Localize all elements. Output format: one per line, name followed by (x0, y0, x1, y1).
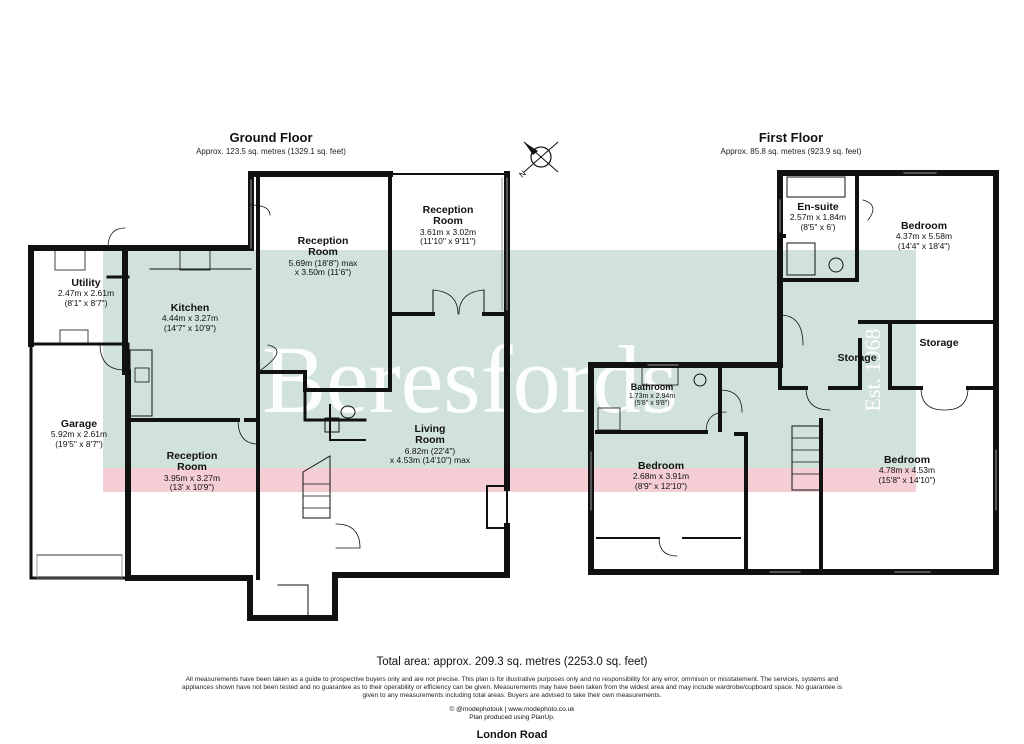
room-label-bedroom-c: Bedroom 4.78m x 4.53m (15'8" x 14'10") (852, 454, 962, 485)
room-name: Living Room (414, 423, 446, 447)
room-dimension: 4.78m x 4.53m (878, 465, 936, 476)
room-name: Bedroom (900, 220, 948, 232)
room-dimension-imperial: (5'8" x 9'8") (634, 400, 670, 408)
room-label-storage-a: Storage (824, 352, 890, 364)
room-name: Storage (837, 352, 877, 364)
ground-floor-title: Ground Floor (229, 130, 313, 145)
room-label-garage: Garage 5.92m x 2.61m (19'5" x 8'7") (29, 418, 129, 449)
first-floor-walls (588, 170, 999, 575)
ground-floor-area: Approx. 123.5 sq. metres (1329.1 sq. fee… (196, 147, 346, 156)
first-floor-area: Approx. 85.8 sq. metres (923.9 sq. feet) (720, 147, 862, 156)
room-name: Kitchen (170, 302, 210, 314)
total-area: Total area: approx. 209.3 sq. metres (22… (376, 656, 648, 668)
room-dimension-imperial: (13' x 10'9") (169, 481, 215, 492)
room-dimension: 3.95m x 3.27m (163, 472, 221, 483)
room-label-bathroom: Bathroom 1.73m x 2.94m (5'8" x 9'8") (614, 382, 690, 408)
room-dimension-imperial: (11'10" x 9'11") (420, 235, 476, 246)
room-name: Reception Room (297, 235, 349, 259)
room-dimension-imperial: (15'8" x 14'10") (878, 474, 936, 485)
room-dimension-imperial: (19'5" x 8'7") (55, 438, 103, 449)
room-label-storage-b: Storage (906, 337, 972, 349)
room-dimension-imperial: (14'4" x 18'4") (897, 240, 951, 251)
ground-floor-walls (28, 171, 510, 621)
room-label-bedroom-b: Bedroom 2.68m x 3.91m (8'9" x 12'10") (611, 460, 711, 491)
room-name: En-suite (797, 201, 839, 213)
room-dimension: 2.47m x 2.61m (57, 288, 115, 299)
room-name: Reception Room (422, 204, 474, 228)
room-dimension: 5.69m (18'8") max (288, 257, 358, 268)
watermark-brand: Beresfords (262, 326, 678, 433)
room-label-en-suite: En-suite 2.57m x 1.84m (8'5" x 6') (776, 201, 860, 232)
room-label-bedroom-a: Bedroom 4.37m x 5.58m (14'4" x 18'4") (869, 220, 979, 251)
disclaimer-text: All measurements have been taken as a gu… (181, 676, 843, 700)
room-dimension: 1.73m x 2.94m (628, 392, 676, 400)
room-label-reception-room-c: Reception Room 3.95m x 3.27m (13' x 10'9… (142, 450, 242, 492)
room-dimension: 4.37m x 5.58m (895, 231, 953, 242)
room-label-reception-room-b: Reception Room 3.61m x 3.02m (11'10" x 9… (396, 204, 500, 246)
credit-line: © @modephotouk | www.modephoto.co.uk (449, 706, 575, 713)
room-dimension: 6.82m (22'4") (404, 445, 456, 456)
room-name: Bathroom (630, 382, 674, 392)
room-dimension: 3.61m x 3.02m (419, 226, 477, 237)
room-dimension: 5.92m x 2.61m (50, 429, 108, 440)
compass-letter: N (518, 169, 528, 180)
room-dimension-imperial: x 4.53m (14'10") max (389, 454, 471, 465)
room-name: Reception Room (166, 450, 218, 474)
room-dimension-imperial: x 3.50m (11'6") (294, 266, 352, 277)
room-dimension: 4.44m x 3.27m (161, 313, 219, 324)
room-dimension-imperial: (8'5" x 6') (800, 221, 836, 232)
address-title: London Road (476, 729, 548, 741)
first-floor-title: First Floor (758, 130, 824, 145)
room-name: Storage (919, 337, 959, 349)
plan-credit-line: Plan produced using PlanUp. (469, 714, 555, 721)
room-dimension: 2.57m x 1.84m (789, 212, 847, 223)
room-name: Bedroom (637, 460, 685, 472)
room-name: Bedroom (883, 454, 931, 466)
room-dimension-imperial: (8'9" x 12'10") (634, 480, 688, 491)
room-dimension-imperial: (14'7" x 10'9") (163, 322, 217, 333)
room-label-reception-room-a: Reception Room 5.69m (18'8") max x 3.50m… (268, 235, 378, 277)
room-name: Utility (71, 277, 101, 289)
room-name: Garage (60, 418, 98, 430)
watermark-est: Est. 1968 (860, 328, 885, 411)
room-label-utility: Utility 2.47m x 2.61m (8'1" x 8'7") (36, 277, 136, 308)
room-dimension: 2.68m x 3.91m (632, 471, 690, 482)
room-label-living-room: Living Room 6.82m (22'4") x 4.53m (14'10… (370, 423, 490, 465)
room-label-kitchen: Kitchen 4.44m x 3.27m (14'7" x 10'9") (140, 302, 240, 333)
room-dimension-imperial: (8'1" x 8'7") (64, 297, 108, 308)
compass-icon: N (518, 141, 559, 180)
